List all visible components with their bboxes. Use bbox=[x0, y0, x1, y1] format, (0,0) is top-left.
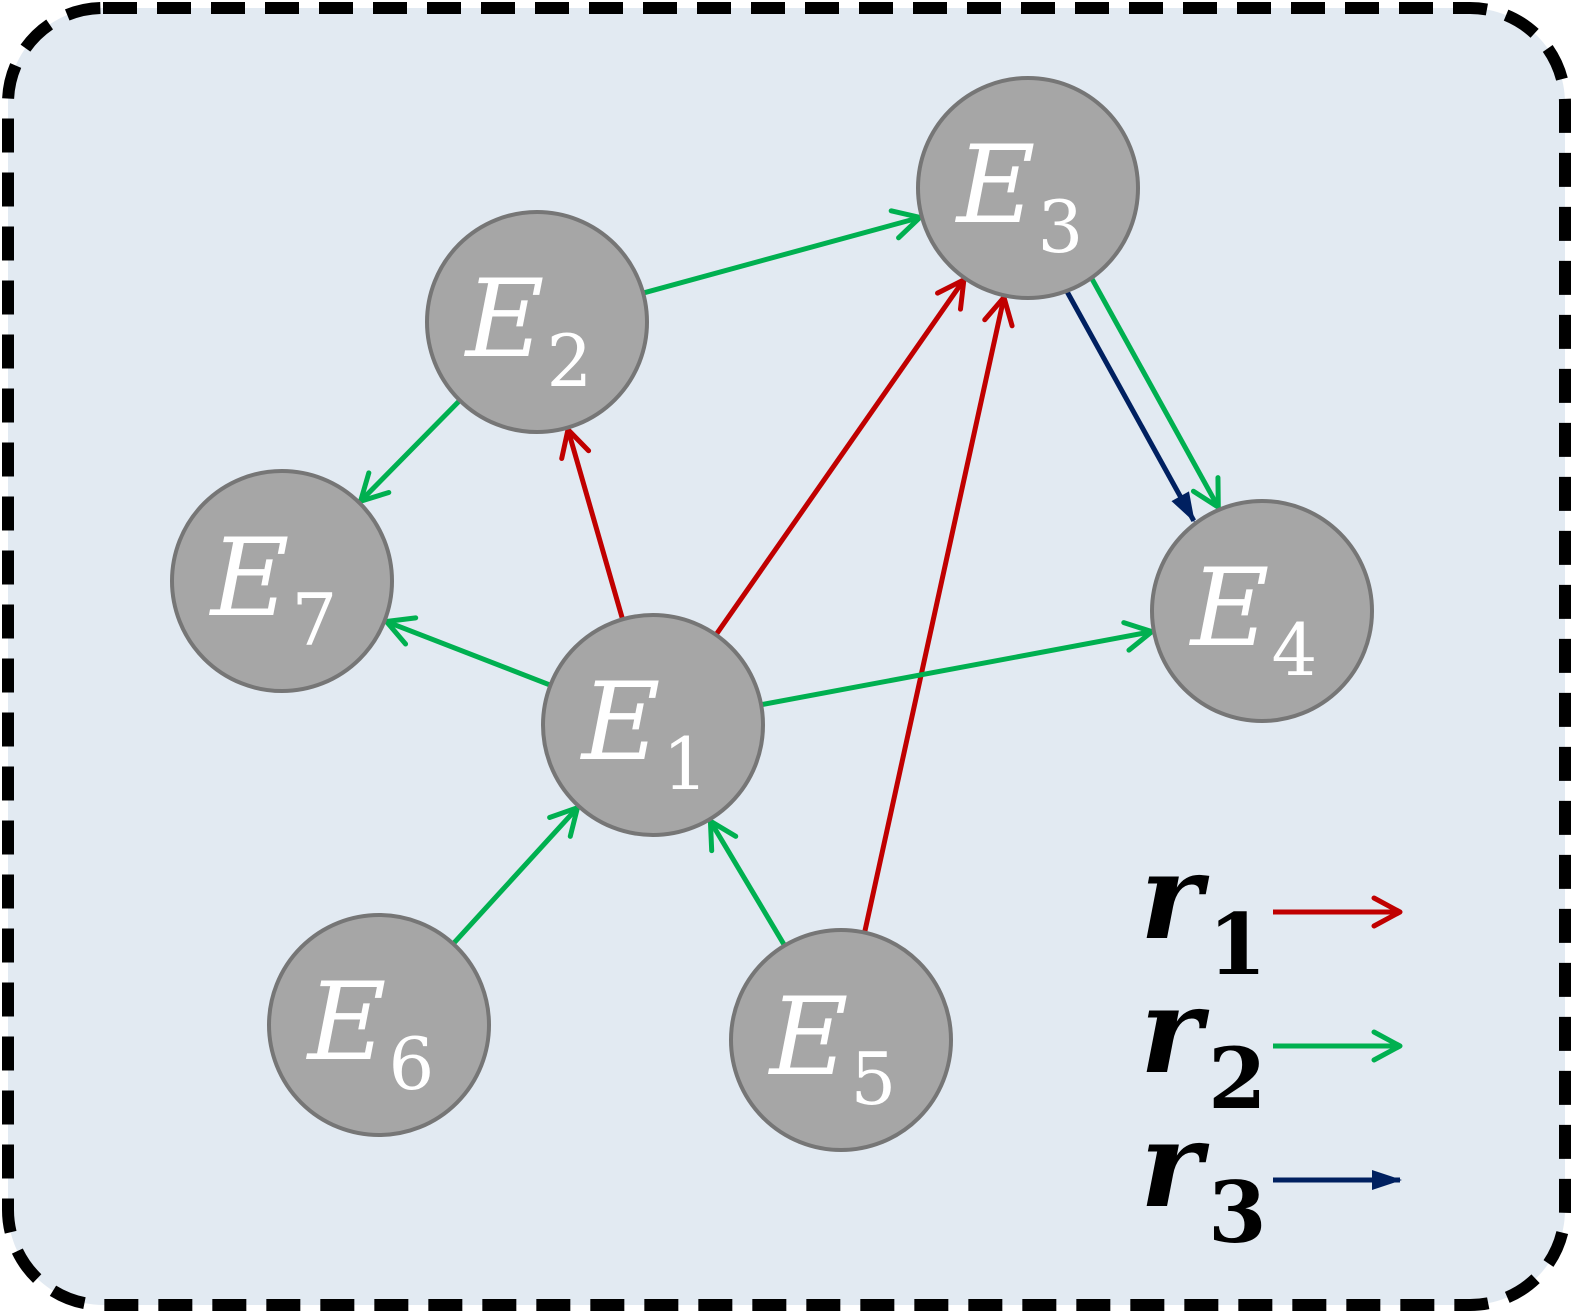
edge-e2-to-e3-r2 bbox=[642, 208, 923, 296]
node-label-main: E bbox=[955, 123, 1036, 248]
node-label-main: E bbox=[306, 960, 387, 1085]
node-label: E7 bbox=[209, 516, 338, 662]
node-label: E6 bbox=[306, 960, 435, 1106]
node-label: E3 bbox=[955, 123, 1084, 269]
node-e5: E5 bbox=[729, 928, 953, 1152]
edge-e1-to-e7-r2 bbox=[383, 615, 552, 688]
node-e7: E7 bbox=[170, 469, 394, 693]
node-label-main: E bbox=[580, 660, 661, 785]
node-label-subscript: 3 bbox=[1038, 185, 1084, 269]
node-e4: E4 bbox=[1150, 499, 1374, 723]
node-label-main: E bbox=[464, 257, 545, 382]
node-label-subscript: 7 bbox=[292, 578, 338, 662]
node-e3: E3 bbox=[916, 76, 1140, 300]
node-circle bbox=[170, 469, 394, 693]
legend-label-main: r bbox=[1140, 827, 1210, 966]
node-circle bbox=[916, 76, 1140, 300]
edge-e6-to-e1-r2 bbox=[451, 805, 580, 946]
edge-e1-to-e4-r2 bbox=[760, 620, 1155, 708]
node-label: E1 bbox=[580, 660, 709, 806]
legend-label-subscript: 3 bbox=[1208, 1163, 1266, 1262]
node-circle bbox=[541, 613, 765, 837]
node-circle bbox=[425, 210, 649, 434]
node-label: E2 bbox=[464, 257, 593, 403]
legend-label: r2 bbox=[1140, 961, 1267, 1128]
legend-item-r3: r3 bbox=[1140, 1095, 1402, 1262]
legend-label: r3 bbox=[1140, 1095, 1267, 1262]
node-e6: E6 bbox=[267, 913, 491, 1137]
node-circle bbox=[267, 913, 491, 1137]
node-label-subscript: 6 bbox=[389, 1022, 435, 1106]
node-circle bbox=[1150, 499, 1374, 723]
node-e1: E1 bbox=[541, 613, 765, 837]
edge-e1-to-e3-r1 bbox=[713, 277, 967, 637]
edge-e5-to-e1-r2 bbox=[707, 818, 787, 947]
node-e2: E2 bbox=[425, 210, 649, 434]
node-label-main: E bbox=[768, 975, 849, 1100]
edge-e3-to-e4-r2 bbox=[1089, 277, 1221, 510]
legend-label-subscript: 1 bbox=[1208, 895, 1266, 994]
node-label-main: E bbox=[209, 516, 290, 641]
node-label-subscript: 1 bbox=[663, 722, 709, 806]
legend-label-subscript: 2 bbox=[1208, 1029, 1266, 1128]
legend-label-main: r bbox=[1140, 961, 1210, 1100]
node-label-subscript: 2 bbox=[547, 319, 593, 403]
edge-e2-to-e7-r2 bbox=[358, 398, 462, 504]
node-label-main: E bbox=[1189, 546, 1270, 671]
node-label: E5 bbox=[768, 975, 897, 1121]
edge-e5-to-e3-r1 bbox=[862, 294, 1015, 934]
edge-e1-to-e2-r1 bbox=[559, 427, 625, 620]
node-label-subscript: 4 bbox=[1272, 608, 1318, 692]
edge-e3-to-e4-r3 bbox=[1065, 290, 1196, 523]
edges-layer bbox=[358, 208, 1221, 947]
node-circle bbox=[729, 928, 953, 1152]
legend-item-r1: r1 bbox=[1140, 827, 1403, 994]
legend-label-main: r bbox=[1140, 1095, 1210, 1234]
legend-label: r1 bbox=[1140, 827, 1267, 994]
node-label-subscript: 5 bbox=[851, 1037, 897, 1121]
legend-item-r2: r2 bbox=[1140, 961, 1403, 1128]
node-label: E4 bbox=[1189, 546, 1318, 692]
